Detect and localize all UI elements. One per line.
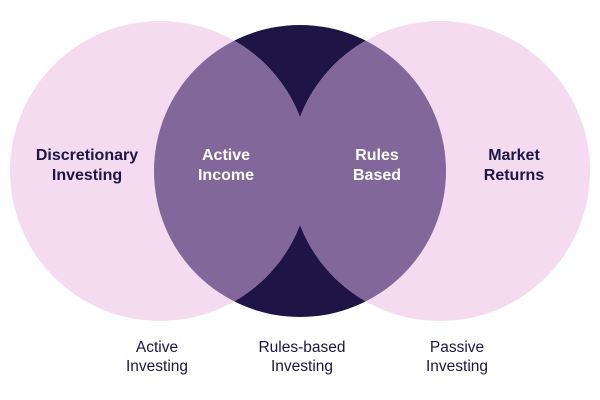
left-overlap-region [154,25,310,317]
caption-active-investing: Active Investing [125,339,189,376]
right-overlap-region [290,25,446,317]
caption-passive-investing: Passive Investing [425,339,489,376]
caption-rules-based-investing: Rules-based Investing [258,339,346,376]
